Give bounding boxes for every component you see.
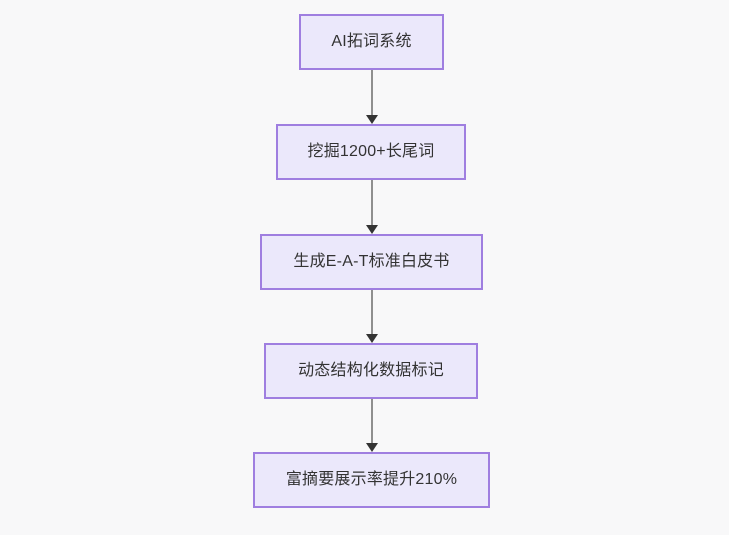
flow-node-label: 富摘要展示率提升210%	[285, 471, 458, 488]
flow-edge-2	[361, 180, 383, 234]
flow-node-ai-keyword-system[interactable]: AI拓词系统	[299, 14, 444, 70]
edge-line	[371, 290, 373, 335]
flow-node-label: 生成E-A-T标准白皮书	[293, 253, 450, 270]
arrowhead-down-icon	[366, 115, 378, 124]
flow-node-mine-longtail-keywords[interactable]: 挖掘1200+长尾词	[276, 124, 466, 180]
flow-node-rich-snippet-uplift[interactable]: 富摘要展示率提升210%	[253, 452, 490, 508]
arrowhead-down-icon	[366, 443, 378, 452]
flow-edge-1	[361, 70, 383, 124]
arrowhead-down-icon	[366, 334, 378, 343]
edge-line	[371, 70, 373, 116]
flow-node-label: 动态结构化数据标记	[298, 362, 444, 379]
flow-node-label: 挖掘1200+长尾词	[307, 143, 435, 160]
flow-node-generate-eat-whitepaper[interactable]: 生成E-A-T标准白皮书	[260, 234, 483, 290]
flow-node-dynamic-structured-data[interactable]: 动态结构化数据标记	[264, 343, 478, 399]
edge-line	[371, 180, 373, 226]
flow-node-label: AI拓词系统	[331, 33, 412, 50]
flow-edge-4	[361, 399, 383, 452]
arrowhead-down-icon	[366, 225, 378, 234]
flow-edge-3	[361, 290, 383, 343]
edge-line	[371, 399, 373, 444]
